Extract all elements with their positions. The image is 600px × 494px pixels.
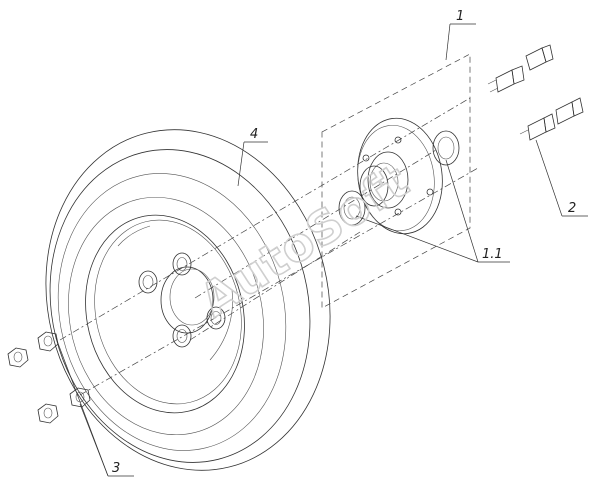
bolt-upper-a [487,65,525,93]
center-bore [160,266,214,334]
callout-3: 3 [112,461,120,476]
nut-lower-left [37,403,59,424]
hub-flange [357,117,443,235]
tire [45,129,331,471]
bolt-lower-b [555,97,584,125]
callout-1-1: 1.1 [482,247,503,262]
assembly-boundary [321,53,471,309]
callout-4: 4 [250,127,258,142]
leader-lines [55,23,588,477]
callout-1: 1 [456,9,464,24]
nut-upper-left [7,347,29,368]
bolt-lower-a [519,113,556,141]
axis-lines [59,97,479,396]
wheel-rim [85,214,245,414]
callout-2: 2 [568,201,576,216]
bolt-upper-b [525,44,554,71]
bearing-seal-rings [338,130,460,226]
watermark-logo: AutoSoft [191,153,419,327]
